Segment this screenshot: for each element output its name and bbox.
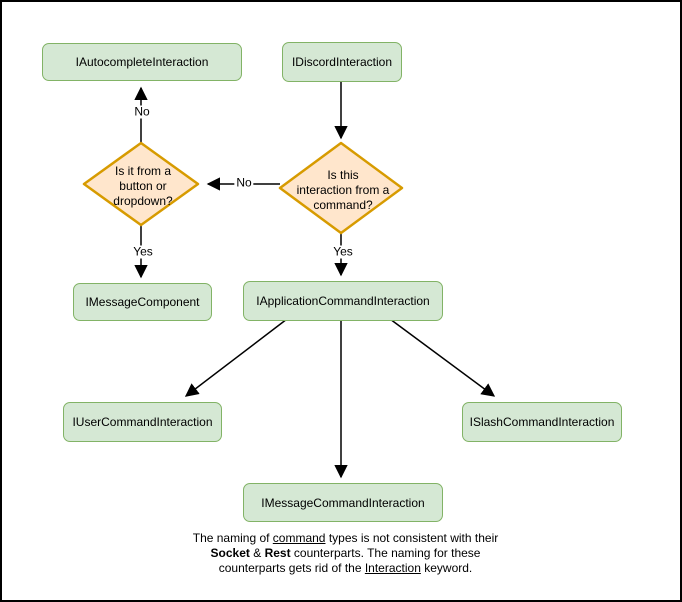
node-message-command-interaction-label: IMessageCommandInteraction bbox=[261, 495, 425, 510]
decision-button-dropdown-label: Is it from a button or dropdown? bbox=[113, 163, 173, 208]
edge-label-no-button-dropdown: No bbox=[234, 175, 254, 190]
edge-application-to-user-command bbox=[184, 318, 288, 397]
edge-application-to-slash-command bbox=[389, 318, 496, 397]
note-text: counterparts gets rid of the bbox=[218, 561, 365, 575]
node-autocomplete-interaction-label: IAutocompleteInteraction bbox=[75, 55, 209, 69]
node-slash-command-interaction-label: ISlashCommandInteraction bbox=[469, 415, 615, 429]
node-application-command-interaction-label: IApplicationCommandInteraction bbox=[256, 294, 430, 308]
edge-label-yes-application-command: Yes bbox=[331, 244, 355, 259]
note-text: counterparts. The naming for these bbox=[290, 546, 481, 560]
note-text: & bbox=[249, 546, 265, 560]
note-underline-interaction: Interaction bbox=[364, 561, 421, 575]
node-user-command-interaction: IUserCommandInteraction bbox=[63, 402, 222, 442]
note-bold-rest: Rest bbox=[264, 546, 291, 560]
note-bold-socket: Socket bbox=[210, 546, 250, 560]
edge-label-no-autocomplete: No bbox=[132, 104, 152, 119]
node-slash-command-interaction: ISlashCommandInteraction bbox=[462, 402, 622, 442]
node-message-component: IMessageComponent bbox=[73, 283, 212, 321]
node-user-command-interaction-label: IUserCommandInteraction bbox=[72, 415, 213, 429]
node-application-command-interaction: IApplicationCommandInteraction bbox=[243, 281, 443, 321]
naming-note-line-2: Socket & Rest counterparts. The naming f… bbox=[173, 546, 518, 561]
note-text: types is not consistent with their bbox=[325, 531, 499, 545]
note-text: The naming of bbox=[192, 531, 273, 545]
node-message-component-label: IMessageComponent bbox=[85, 295, 200, 309]
naming-note: The naming of command types is not consi… bbox=[173, 531, 518, 576]
naming-note-line-3: counterparts gets rid of the Interaction… bbox=[173, 561, 518, 576]
naming-note-line-1: The naming of command types is not consi… bbox=[173, 531, 518, 546]
node-discord-interaction: IDiscordInteraction bbox=[282, 42, 402, 82]
note-underline-command: command bbox=[272, 531, 326, 545]
node-message-command-interaction: IMessageCommandInteraction bbox=[243, 483, 443, 522]
node-discord-interaction-label: IDiscordInteraction bbox=[291, 55, 393, 69]
edge-label-yes-message-component: Yes bbox=[131, 244, 155, 259]
note-text: keyword. bbox=[420, 561, 473, 575]
node-autocomplete-interaction: IAutocompleteInteraction bbox=[42, 43, 242, 81]
decision-from-command-label: Is this interaction from a command? bbox=[296, 167, 390, 212]
